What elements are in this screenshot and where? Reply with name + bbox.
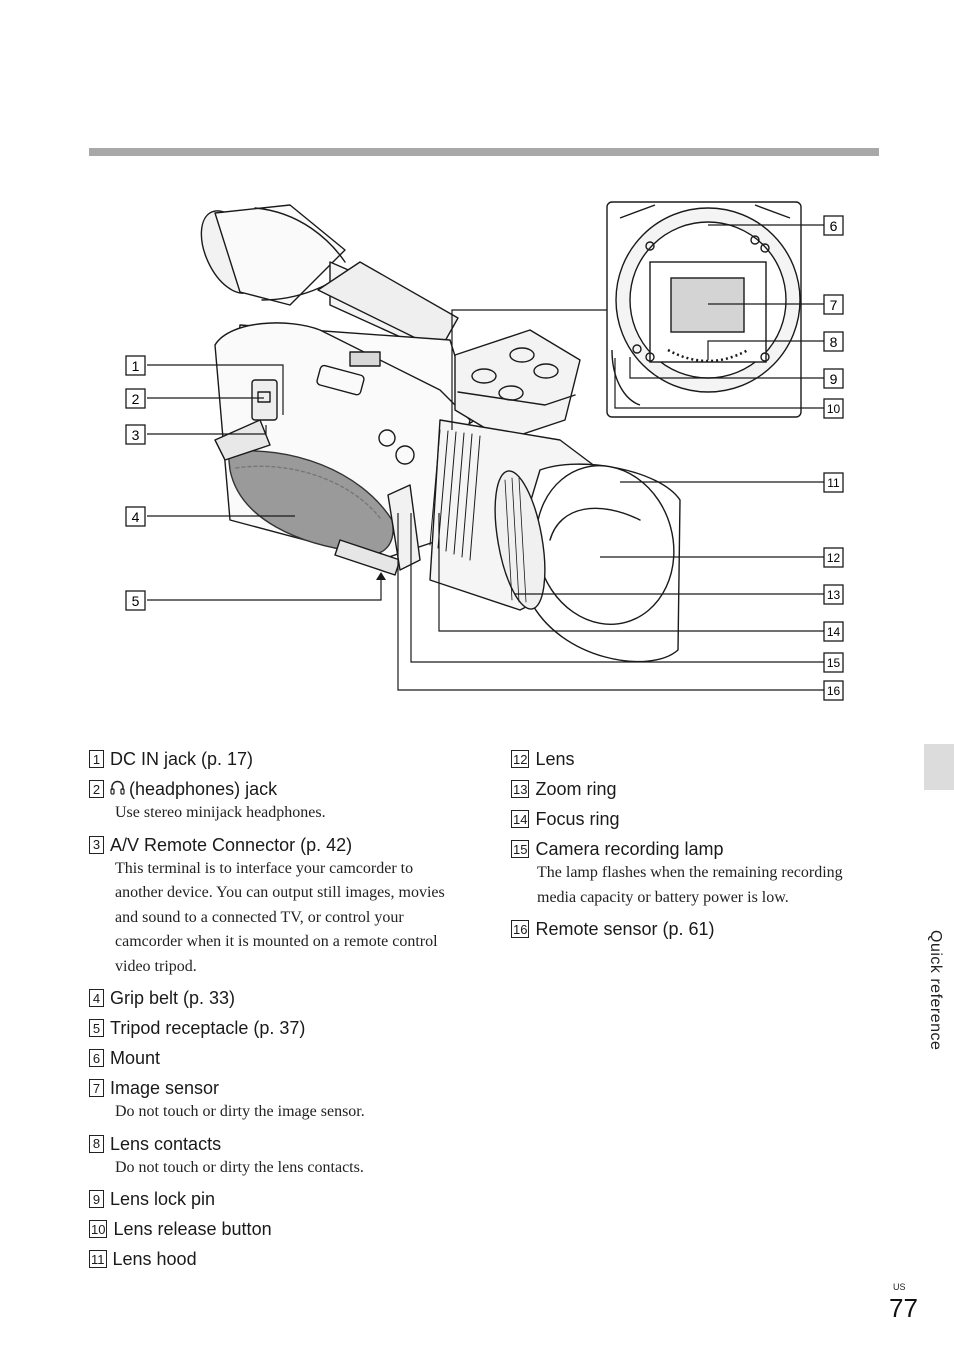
list-item: 9 Lens lock pin — [89, 1184, 449, 1214]
callout-7: 7 — [823, 294, 844, 315]
item-note: Do not touch or dirty the image sensor. — [115, 1103, 365, 1120]
header-rule — [89, 148, 879, 156]
item-number: 12 — [511, 750, 530, 768]
item-label: Lens release button — [113, 1219, 272, 1239]
list-item: 10 Lens release button — [89, 1214, 449, 1244]
callout-6: 6 — [823, 215, 844, 236]
svg-text:11: 11 — [827, 476, 840, 490]
callout-16: 16 — [823, 680, 844, 701]
item-label: Tripod receptacle (p. 37) — [110, 1018, 306, 1038]
callout-13: 13 — [823, 584, 844, 605]
item-label: Lens lock pin — [110, 1189, 216, 1209]
item-label: Lens — [535, 749, 575, 769]
item-label: Lens contacts — [110, 1133, 222, 1154]
callout-12: 12 — [823, 547, 844, 568]
item-label: A/V Remote Connector (p. 42) — [110, 834, 353, 855]
svg-text:12: 12 — [827, 551, 841, 565]
list-item: 4 Grip belt (p. 33) — [89, 983, 449, 1013]
list-item: 3 A/V Remote Connector (p. 42) This termi… — [89, 830, 449, 980]
item-label: (headphones) jack — [129, 779, 278, 799]
item-note: The lamp flashes when the remaining reco… — [537, 864, 843, 906]
callout-15: 15 — [823, 652, 844, 673]
item-label: Mount — [110, 1048, 161, 1068]
callout-10: 10 — [823, 398, 844, 419]
item-label: Image sensor — [110, 1078, 220, 1098]
svg-text:2: 2 — [132, 391, 140, 407]
item-note: Do not touch or dirty the lens contacts. — [115, 1158, 364, 1176]
item-note: This terminal is to interface your camco… — [115, 859, 445, 975]
list-item: 5 Tripod receptacle (p. 37) — [89, 1013, 449, 1043]
callout-11: 11 — [823, 472, 844, 493]
item-label: Zoom ring — [535, 779, 617, 799]
item-label: Focus ring — [535, 809, 620, 829]
section-tab — [924, 744, 954, 790]
item-label: Lens hood — [112, 1249, 197, 1269]
item-number: 16 — [511, 920, 530, 938]
list-item: 15 Camera recording lamp The lamp flashes… — [511, 834, 871, 910]
callout-8: 8 — [823, 331, 844, 352]
list-item: 13 Zoom ring — [511, 774, 871, 804]
svg-text:10: 10 — [827, 402, 841, 416]
item-number: 4 — [89, 989, 104, 1007]
list-item: 16 Remote sensor (p. 61) — [511, 914, 871, 944]
list-item: 7 Image sensor Do not touch or dirty the … — [89, 1073, 449, 1125]
svg-text:9: 9 — [830, 371, 838, 387]
page-number: 77 — [889, 1293, 918, 1323]
list-item: 1 DC IN jack (p. 17) — [89, 744, 449, 774]
item-number: 5 — [89, 1019, 104, 1037]
callout-boxes: 1 2 3 4 5 6 7 8 9 10 11 12 13 14 15 16 — [125, 215, 844, 701]
item-number: 9 — [89, 1190, 104, 1208]
callout-5: 5 — [125, 590, 146, 611]
headphones-icon — [110, 779, 125, 800]
callout-1: 1 — [125, 355, 146, 376]
parts-list-left: 1 DC IN jack (p. 17) 2 (headphones) jack … — [89, 744, 449, 1274]
item-label: DC IN jack (p. 17) — [110, 749, 254, 769]
svg-text:1: 1 — [132, 358, 140, 374]
svg-text:4: 4 — [132, 509, 140, 525]
svg-text:5: 5 — [132, 593, 140, 609]
svg-text:15: 15 — [827, 656, 841, 670]
list-item: 8 Lens contacts Do not touch or dirty the… — [89, 1129, 449, 1181]
list-item: 6 Mount — [89, 1043, 449, 1073]
callout-2: 2 — [125, 388, 146, 409]
list-item: 2 (headphones) jack Use stereo minijack … — [89, 774, 449, 826]
item-number: 10 — [89, 1220, 108, 1238]
leader-lines — [147, 224, 824, 691]
item-note: Use stereo minijack headphones. — [115, 804, 326, 821]
item-number: 2 — [89, 780, 104, 798]
svg-text:13: 13 — [827, 588, 841, 602]
item-number: 14 — [511, 810, 530, 828]
callout-3: 3 — [125, 424, 146, 445]
list-item: 11 Lens hood — [89, 1244, 449, 1274]
svg-text:7: 7 — [830, 297, 838, 313]
svg-text:6: 6 — [830, 218, 838, 234]
item-label: Remote sensor (p. 61) — [535, 919, 715, 939]
item-number: 3 — [89, 835, 104, 854]
item-label: Camera recording lamp — [535, 839, 724, 859]
svg-text:3: 3 — [132, 427, 140, 443]
svg-text:16: 16 — [827, 684, 841, 698]
callout-4: 4 — [125, 506, 146, 527]
item-label: Grip belt (p. 33) — [110, 988, 236, 1008]
item-number: 7 — [89, 1079, 104, 1097]
item-number: 13 — [511, 780, 530, 798]
page-region: US — [893, 1282, 906, 1292]
item-number: 6 — [89, 1049, 104, 1067]
callout-14: 14 — [823, 621, 844, 642]
section-label: Quick reference — [927, 930, 944, 1051]
item-number: 11 — [89, 1250, 107, 1268]
item-number: 1 — [89, 750, 104, 768]
mount-inset — [606, 201, 802, 418]
item-number: 8 — [89, 1134, 104, 1153]
svg-text:8: 8 — [830, 334, 838, 350]
camcorder-diagram: 1 2 3 4 5 6 7 8 9 10 11 12 13 14 15 16 — [125, 201, 844, 701]
list-item: 12 Lens — [511, 744, 871, 774]
svg-text:14: 14 — [827, 625, 841, 639]
list-item: 14 Focus ring — [511, 804, 871, 834]
item-number: 15 — [511, 840, 530, 858]
callout-9: 9 — [823, 368, 844, 389]
parts-list-right: 12 Lens 13 Zoom ring 14 Focus ring 15 Camera… — [511, 744, 871, 944]
